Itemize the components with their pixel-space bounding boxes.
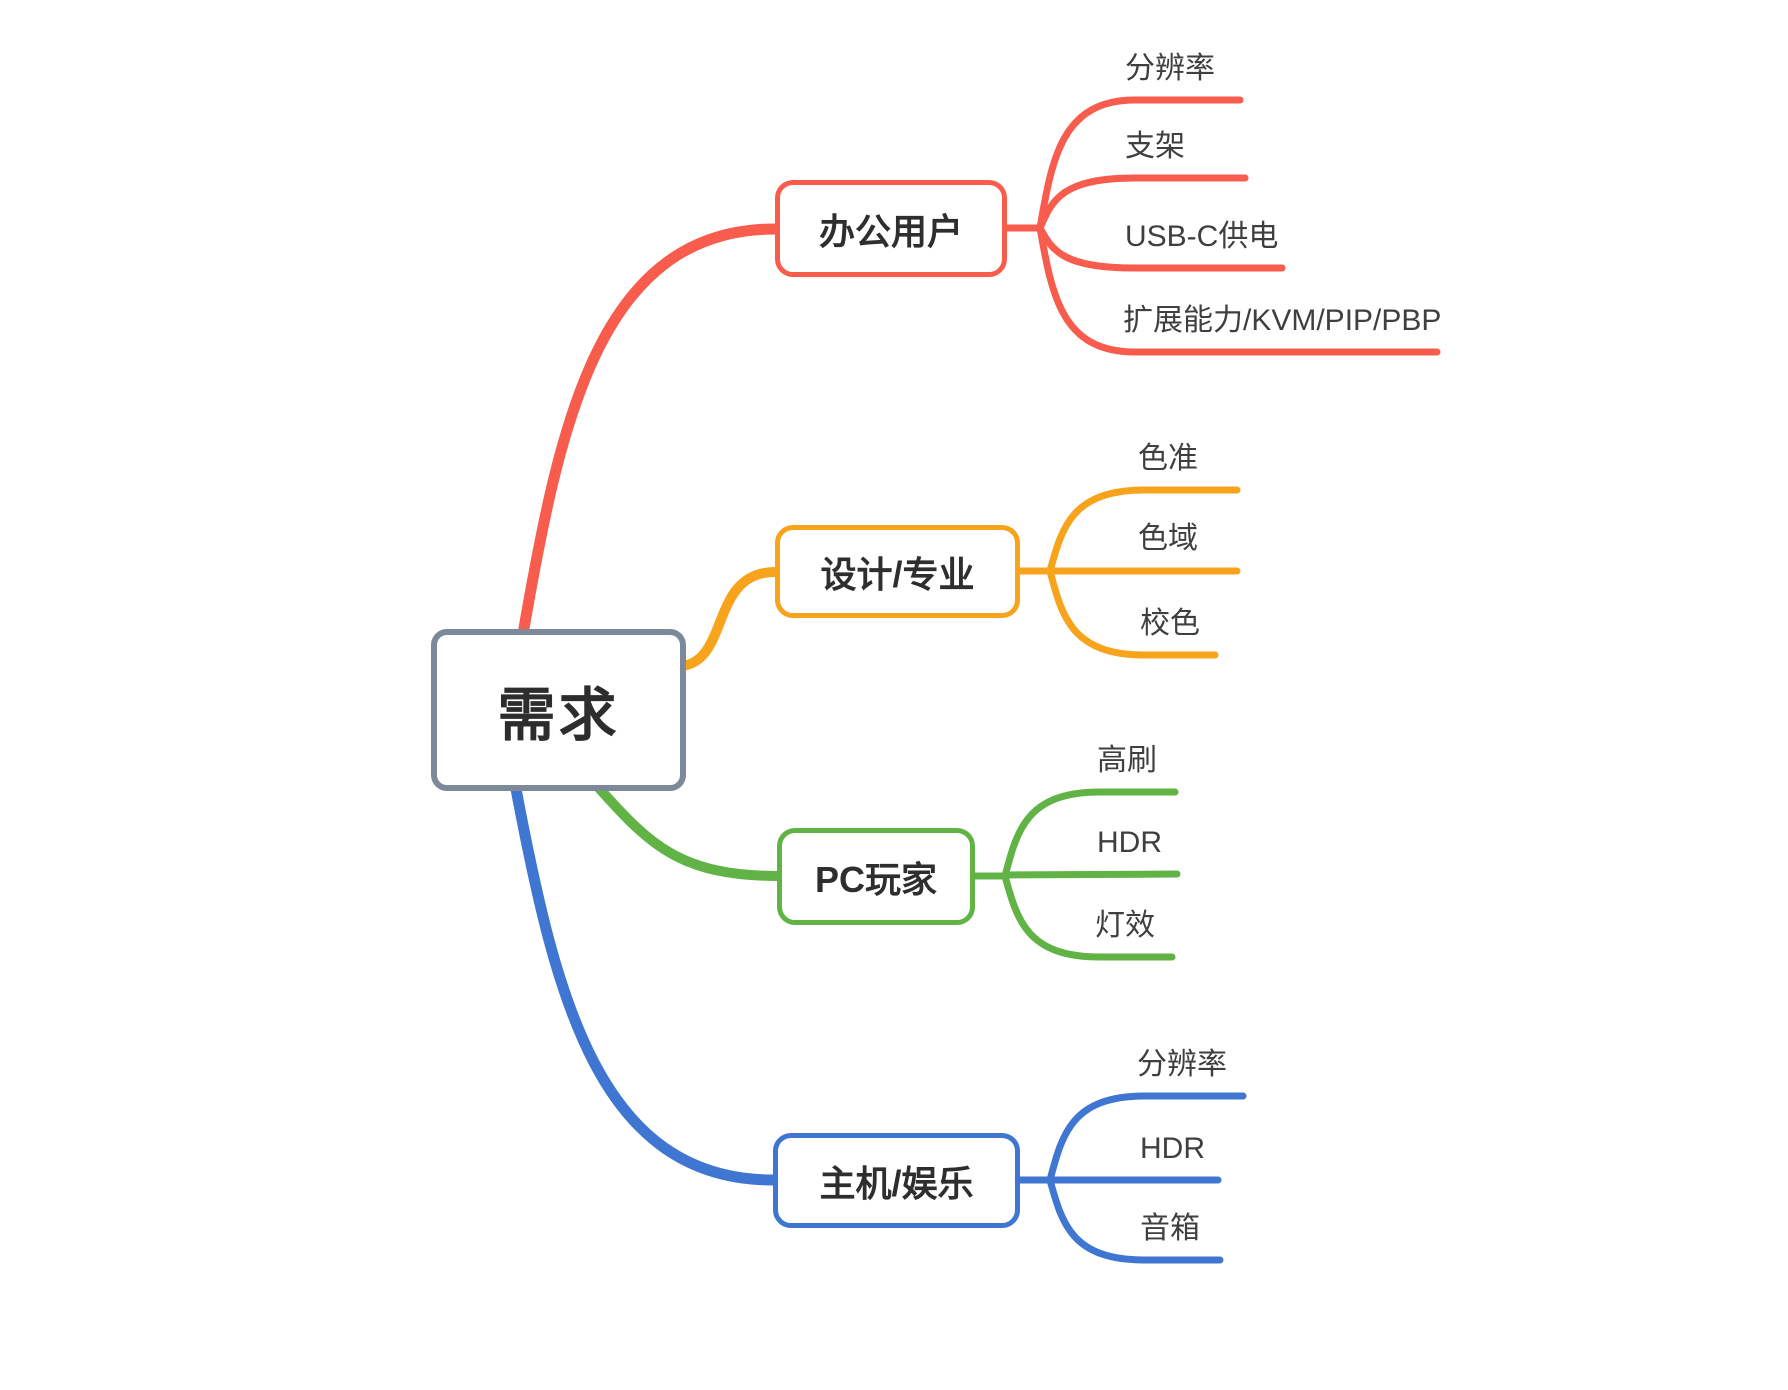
leaf-console-1[interactable]: HDR <box>1140 1132 1205 1165</box>
leaf-console-2[interactable]: 音箱 <box>1140 1212 1200 1245</box>
root-node[interactable]: 需求 <box>431 629 686 791</box>
leaf-design-1[interactable]: 色域 <box>1138 522 1198 555</box>
leaf-design-2[interactable]: 校色 <box>1140 607 1200 640</box>
branch-label-office: 办公用户 <box>818 210 963 252</box>
leaf-curve-pc-2 <box>1001 872 1176 961</box>
leaf-curve-office-0 <box>1036 96 1244 232</box>
leaf-design-0[interactable]: 色准 <box>1138 442 1198 475</box>
branch-curve-console <box>510 783 779 1186</box>
branch-label-console: 主机/娱乐 <box>819 1162 974 1204</box>
root-label: 需求 <box>497 683 620 748</box>
branch-node-office[interactable]: 办公用户 <box>775 180 1007 277</box>
leaf-curve-console-0 <box>1046 1092 1247 1184</box>
leaf-pc-1[interactable]: HDR <box>1097 826 1162 859</box>
branch-curve-office <box>517 223 781 640</box>
leaf-curve-console-2 <box>1046 1176 1224 1264</box>
leaf-curve-design-2 <box>1046 567 1219 659</box>
branch-label-design: 设计/专业 <box>820 553 975 595</box>
branch-node-pc[interactable]: PC玩家 <box>777 828 975 925</box>
branch-node-design[interactable]: 设计/专业 <box>775 525 1020 618</box>
leaf-office-0[interactable]: 分辨率 <box>1125 52 1215 85</box>
leaf-curve-office-3 <box>1036 224 1441 356</box>
leaf-curve-pc-0 <box>1001 788 1179 880</box>
leaf-curve-pc-1 <box>1001 870 1181 879</box>
leaf-office-3[interactable]: 扩展能力/KVM/PIP/PBP <box>1123 304 1442 337</box>
leaf-console-0[interactable]: 分辨率 <box>1137 1048 1227 1081</box>
branch-label-pc: PC玩家 <box>814 858 937 900</box>
branch-curve-design <box>677 567 780 671</box>
leaf-office-2[interactable]: USB-C供电 <box>1125 220 1279 253</box>
leaf-curve-design-0 <box>1046 486 1241 575</box>
leaf-office-1[interactable]: 支架 <box>1125 130 1185 163</box>
leaf-curve-office-1 <box>1036 174 1249 232</box>
branch-node-console[interactable]: 主机/娱乐 <box>773 1133 1020 1228</box>
branch-curve-pc <box>593 782 784 881</box>
leaf-pc-0[interactable]: 高刷 <box>1097 744 1157 777</box>
leaf-pc-2[interactable]: 灯效 <box>1095 909 1155 942</box>
